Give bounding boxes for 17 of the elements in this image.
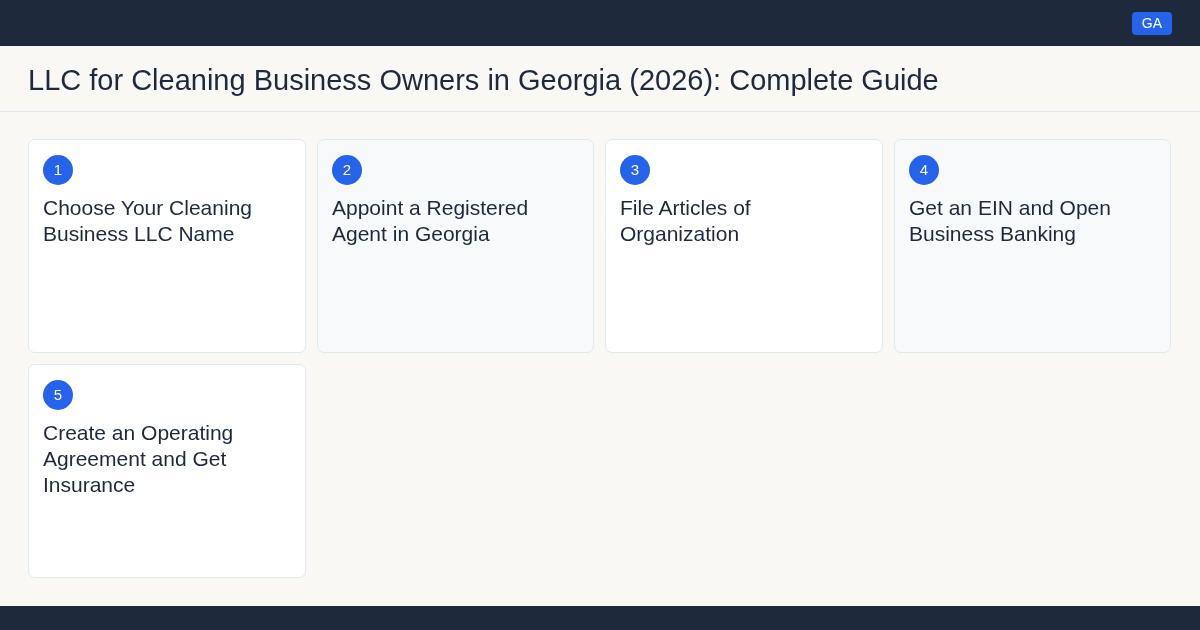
step-title: Get an EIN and Open Business Banking — [909, 195, 1112, 247]
step-card — [605, 139, 883, 353]
step-title: File Articles of Organization — [620, 195, 752, 247]
step-title: Choose Your Cleaning Business LLC Name — [43, 195, 253, 247]
step-card — [28, 364, 306, 578]
step-number: 3 — [620, 155, 650, 185]
step-number: 5 — [43, 380, 73, 410]
step-card — [317, 139, 594, 353]
state-tag: GA — [1131, 12, 1172, 35]
step-number: 1 — [43, 155, 73, 185]
step-number: 4 — [909, 155, 939, 185]
step-number: 2 — [332, 155, 362, 185]
step-card — [894, 139, 1171, 353]
step-title: Appoint a Registered Agent in Georgia — [332, 195, 530, 247]
step-title: Create an Operating Agreement and Get Insurance — [43, 420, 235, 498]
page-title: LLC for Cleaning Business Owners in Georgia (2026): Complete Guide — [28, 63, 939, 98]
step-card — [28, 139, 306, 353]
